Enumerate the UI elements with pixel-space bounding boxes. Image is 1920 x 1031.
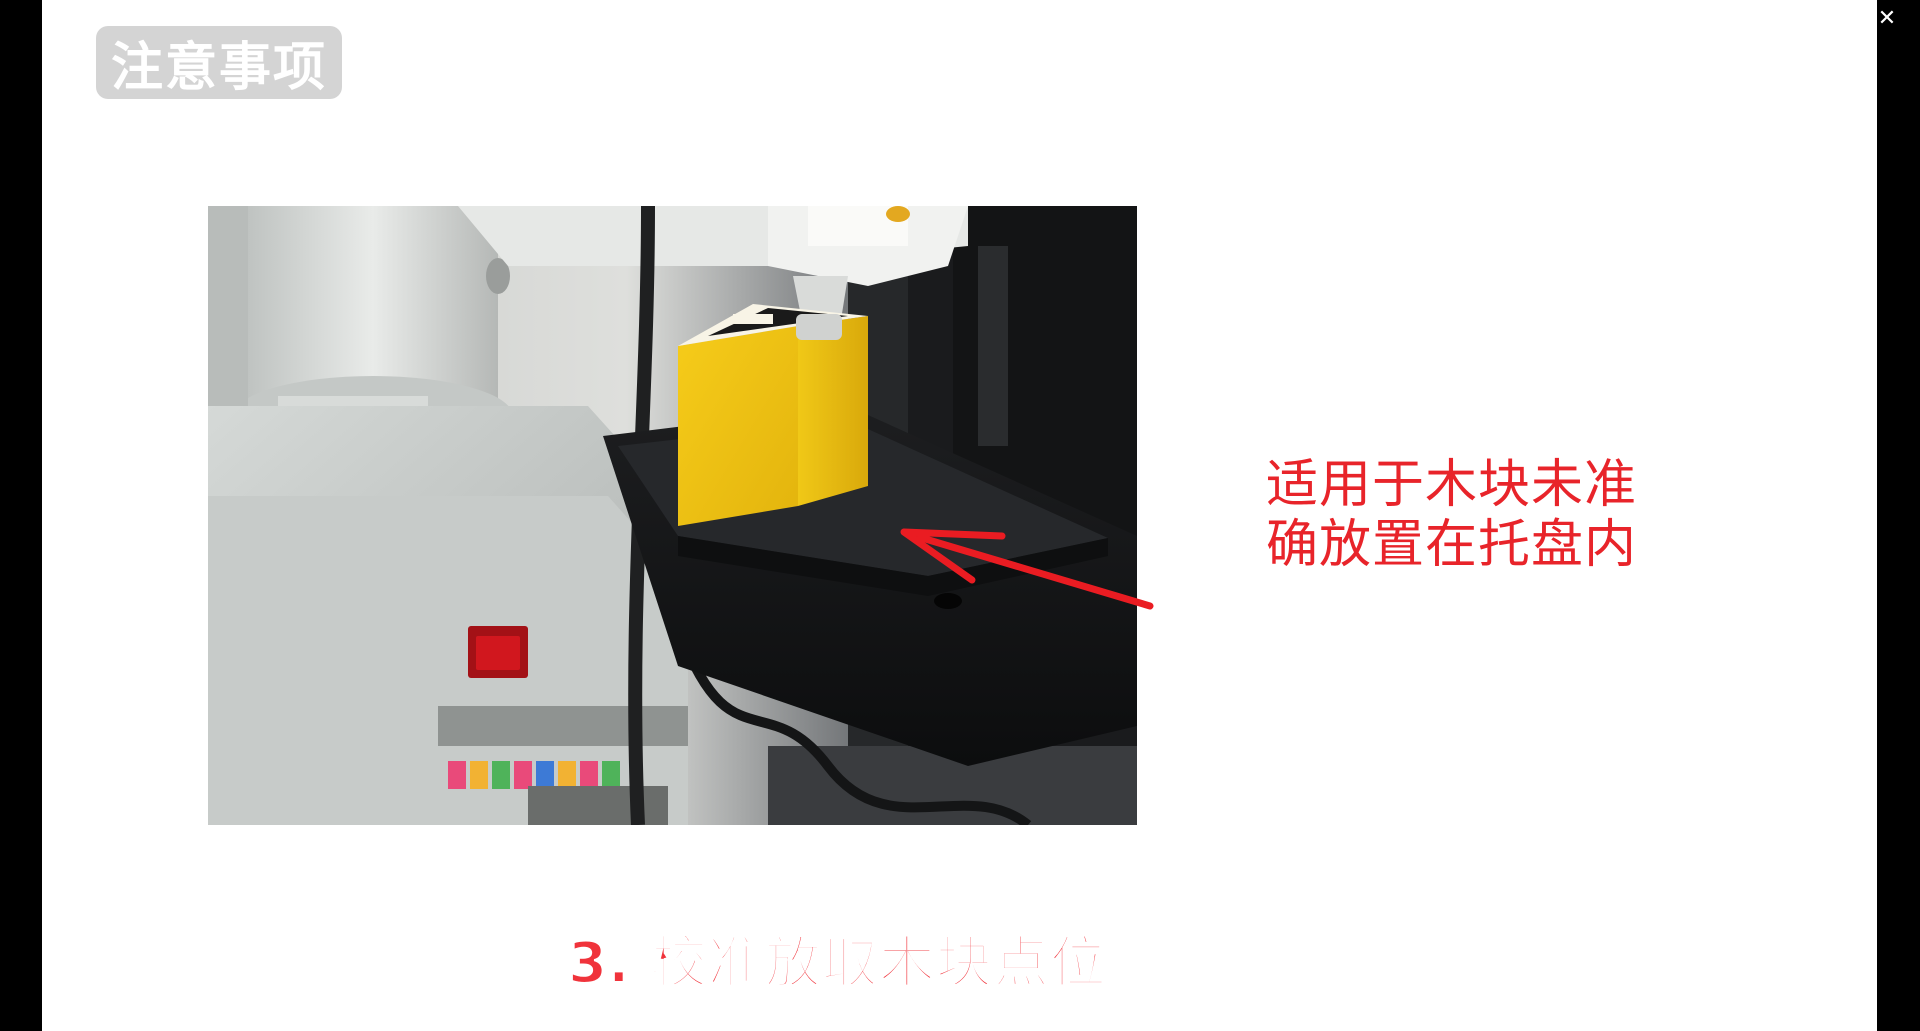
- port-labels: [448, 761, 620, 789]
- step-title-text: 3. 校准放取木块点位: [567, 930, 1107, 997]
- notice-badge: 注意事项: [96, 26, 342, 99]
- side-note-line-1: 适用于木块未准: [1266, 455, 1638, 515]
- robot-arm-photo-illustration: [208, 206, 1137, 825]
- slide: 注意事项: [42, 0, 1877, 1031]
- robot-arm-photo: [208, 206, 1137, 825]
- side-note: 适用于木块未准 确放置在托盘内: [1266, 455, 1686, 575]
- close-icon[interactable]: ✕: [1877, 6, 1897, 31]
- notice-badge-label: 注意事项: [110, 38, 327, 98]
- side-note-line-2: 确放置在托盘内: [1266, 515, 1638, 575]
- step-title: 3. 校准放取木块点位: [42, 918, 1877, 999]
- red-arrow-annotation: [900, 528, 1154, 610]
